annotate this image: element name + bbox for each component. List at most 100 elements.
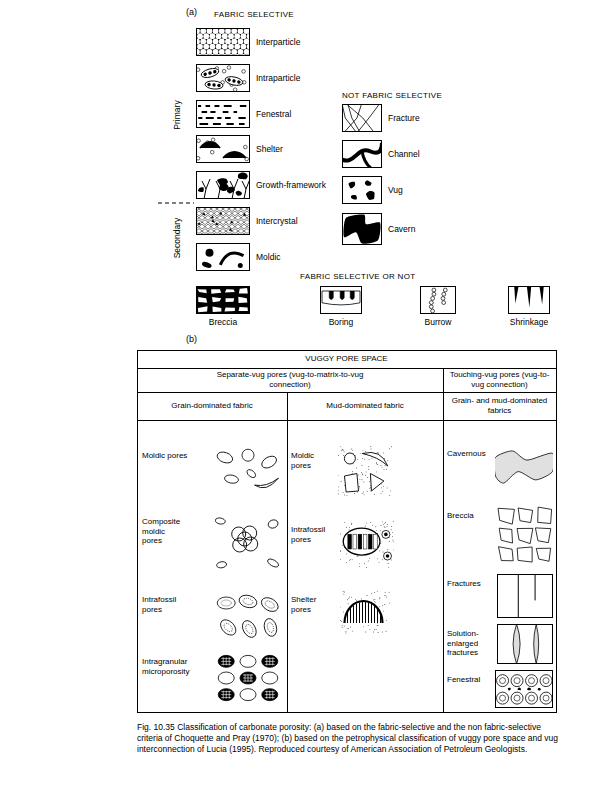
icon-ground	[342, 213, 382, 245]
pore-type-label: Shelter	[256, 144, 283, 154]
pore-shape	[223, 153, 246, 159]
fragment	[211, 289, 221, 294]
grain	[358, 474, 360, 476]
header-text: VUGGY PORE SPACE	[305, 354, 387, 364]
fragment	[498, 547, 513, 561]
grain	[375, 526, 377, 528]
grain	[344, 625, 346, 627]
shelter-stripe	[368, 603, 369, 623]
fragment	[214, 220, 220, 225]
grain	[384, 595, 386, 597]
icon-ground	[196, 207, 250, 235]
grain	[526, 692, 538, 704]
fracture-line	[358, 104, 380, 132]
grain	[350, 626, 352, 628]
pore-blob	[508, 688, 511, 691]
shelter-stripe	[353, 605, 354, 623]
pore-type-label: Moldic pores	[291, 451, 331, 470]
framework-branch	[242, 179, 250, 199]
group-heading: NOT FABRIC SELECTIVE	[342, 91, 442, 101]
grain	[227, 66, 231, 70]
panel-letter-holder: (a)	[186, 7, 197, 18]
grain	[374, 493, 376, 495]
grain	[340, 606, 341, 608]
micropore-hatch	[221, 697, 231, 698]
shelter-stripe	[377, 609, 378, 623]
grain	[384, 522, 386, 524]
grain	[370, 522, 372, 524]
fragment	[225, 289, 235, 292]
grain	[514, 695, 520, 701]
grain	[370, 446, 372, 447]
fragment	[229, 228, 232, 231]
grain	[387, 459, 389, 461]
fragment	[208, 211, 214, 216]
grain	[240, 655, 256, 667]
fragment	[223, 224, 229, 229]
grain	[362, 474, 364, 476]
grain	[387, 524, 389, 526]
pore-blob	[366, 191, 375, 200]
icon-drawing	[420, 286, 456, 314]
fenestra	[214, 105, 219, 107]
grain	[234, 33, 240, 39]
fragment	[229, 224, 235, 229]
fragment	[205, 215, 211, 220]
grain	[385, 468, 387, 470]
grain	[379, 597, 381, 599]
grain	[210, 44, 216, 50]
fenestra	[198, 105, 201, 107]
fenestra	[225, 117, 231, 119]
grain	[200, 39, 206, 45]
pore-blob	[538, 688, 541, 691]
grain	[376, 471, 378, 473]
porosity-illustration	[196, 135, 250, 163]
intrafossil-chamber	[348, 534, 352, 549]
grain	[364, 458, 366, 460]
fragment	[232, 220, 238, 225]
grain	[232, 79, 236, 83]
grain	[217, 597, 235, 609]
grain	[441, 297, 445, 301]
grain	[262, 655, 278, 667]
icon-ground	[196, 100, 250, 128]
fragment	[220, 220, 226, 225]
table-header-cell: Separate-vug pores (vug-to-matrix-to-vug…	[137, 368, 443, 392]
grain	[346, 627, 348, 629]
porosity-icon-box: Breccia	[196, 286, 250, 314]
grain	[380, 493, 382, 495]
pore-type-label: Shrinkage	[510, 317, 548, 327]
fragment	[241, 215, 247, 220]
icon-ground	[196, 28, 250, 56]
grain	[369, 487, 371, 489]
grain	[346, 495, 348, 496]
grain	[354, 493, 356, 495]
fragment	[198, 222, 201, 225]
boring-tube	[329, 291, 333, 300]
porosity-illustration	[196, 28, 250, 56]
grain	[222, 33, 228, 39]
icon-drawing	[215, 517, 280, 568]
grain	[375, 463, 377, 465]
grain	[352, 449, 354, 451]
grain	[225, 39, 231, 45]
fragment	[238, 211, 244, 216]
pore-type-label: Growth-framework	[256, 180, 326, 190]
fragment	[214, 211, 220, 216]
axis-label-holder: Primary	[172, 100, 182, 129]
fragment	[232, 211, 238, 216]
icon-ground	[420, 286, 456, 314]
icon-drawing	[196, 135, 250, 163]
pore-type-label: Fracture	[388, 113, 420, 123]
table-rule	[137, 368, 556, 369]
pore-type-icon: Solution-enlarged fractures	[497, 624, 553, 664]
grain	[359, 486, 361, 488]
grain	[384, 465, 386, 467]
porosity-illustration	[495, 670, 553, 708]
porosity-illustration	[495, 444, 553, 490]
grain	[380, 465, 382, 467]
grain	[348, 627, 350, 629]
grain	[366, 522, 368, 524]
porosity-illustration	[196, 64, 250, 92]
grain	[382, 524, 384, 526]
